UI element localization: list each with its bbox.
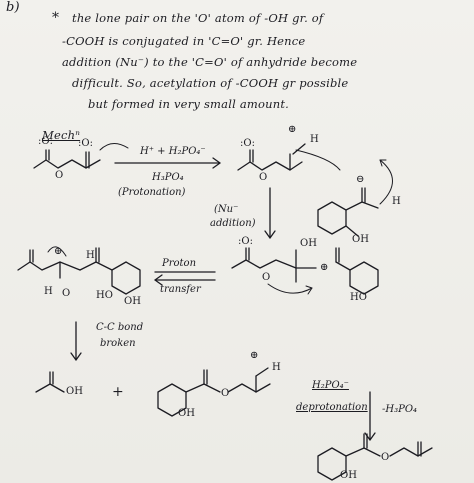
acetic-anhydride-structure xyxy=(33,149,101,169)
aspirin-structure xyxy=(317,433,433,481)
intermediate-oh-top: OH xyxy=(300,238,317,249)
step1-reagent-bottom: H₃PO₄ xyxy=(152,172,184,183)
left-intermediate-o: O xyxy=(62,288,71,299)
acetic-acid-oh: OH xyxy=(66,386,83,397)
explanation-line-3: addition (Nu⁻) to the 'C=O' of anhydride… xyxy=(62,55,358,69)
anhydride-lone-pair-2: :O: xyxy=(78,138,93,149)
explanation-line-2: -COOH is conjugated in 'C=O' gr. Hence xyxy=(62,34,306,48)
nucleophile-hydroxyl-h: H xyxy=(392,196,401,207)
anhydride-bridge-oxygen: O xyxy=(55,170,64,181)
protonated-bridge-oxygen: O xyxy=(259,172,268,183)
acetic-acid-structure xyxy=(35,371,65,393)
mechanism-heading: Mechⁿ xyxy=(42,128,81,142)
step4-label-line1: C-C bond xyxy=(96,322,144,333)
step1-reagent-top: H⁺ + H₂PO₄⁻ xyxy=(140,146,206,157)
aspirin-protonated-oh: OH xyxy=(178,408,195,419)
step2-label-line2: addition) xyxy=(210,218,256,229)
tetrahedral-intermediate-structure xyxy=(231,247,379,295)
nucleophile-oxygen-minus: ⊖ xyxy=(356,174,365,185)
protonated-oxygen-h: H xyxy=(310,134,319,145)
step1-label: (Protonation) xyxy=(118,187,186,198)
salicylic-acid-structure xyxy=(317,159,393,237)
left-intermediate-h-bottom: H xyxy=(44,286,53,297)
protonated-intermediate-structure xyxy=(17,246,141,295)
aspirin-o: O xyxy=(381,452,390,463)
step2-label-line1: (Nu⁻ xyxy=(214,204,239,215)
anhydride-lone-pair-1: :O: xyxy=(38,136,53,147)
explanation-line-1: the lone pair on the 'O' atom of -OH gr.… xyxy=(72,11,324,25)
cc-bond-broken-arrow xyxy=(70,321,82,361)
aspirin-protonated-h: H xyxy=(272,362,281,373)
intermediate-lone-pair: :O: xyxy=(238,236,253,247)
step5-byproduct: -H₃PO₄ xyxy=(382,404,418,415)
protonated-lone-pair: :O: xyxy=(240,138,255,149)
protonation-arrow xyxy=(99,143,221,169)
step5-reagent-top: H₂PO₄⁻ xyxy=(312,380,349,391)
nu-addition-arrow xyxy=(264,187,276,239)
aspirin-protonated-o: O xyxy=(221,388,230,399)
intermediate-ho: HO xyxy=(350,292,367,303)
part-label: b) xyxy=(6,0,20,15)
intermediate-bridge-oxygen: O xyxy=(262,272,271,283)
aspirin-oh: OH xyxy=(340,470,357,481)
left-intermediate-ho: HO xyxy=(96,290,113,301)
protonated-oxygen-plus: ⊕ xyxy=(288,124,297,135)
step4-label-line2: broken xyxy=(100,338,136,349)
plus-sign: + xyxy=(112,384,124,400)
deprotonation-arrow xyxy=(364,391,376,441)
nucleophile-oh: OH xyxy=(352,234,369,245)
proton-transfer-arrow xyxy=(154,271,216,286)
protonated-aspirin-structure xyxy=(157,367,271,417)
explanation-line-5: but formed in very small amount. xyxy=(88,97,289,111)
aspirin-protonated-oxygen-plus: ⊕ xyxy=(250,350,259,361)
bullet-asterisk: * xyxy=(52,10,60,26)
step3-label-line2: transfer xyxy=(160,284,201,295)
left-intermediate-oh: OH xyxy=(124,296,141,307)
step5-label: deprotonation xyxy=(296,402,368,413)
protonated-anhydride-structure xyxy=(237,143,341,171)
left-intermediate-h-top: H xyxy=(86,250,95,261)
explanation-line-4: difficult. So, acetylation of -COOH gr p… xyxy=(72,76,349,90)
left-intermediate-oxygen-plus: ⊕ xyxy=(54,246,63,257)
step3-label-line1: Proton xyxy=(162,258,197,269)
intermediate-oxygen-plus: ⊕ xyxy=(320,262,329,273)
